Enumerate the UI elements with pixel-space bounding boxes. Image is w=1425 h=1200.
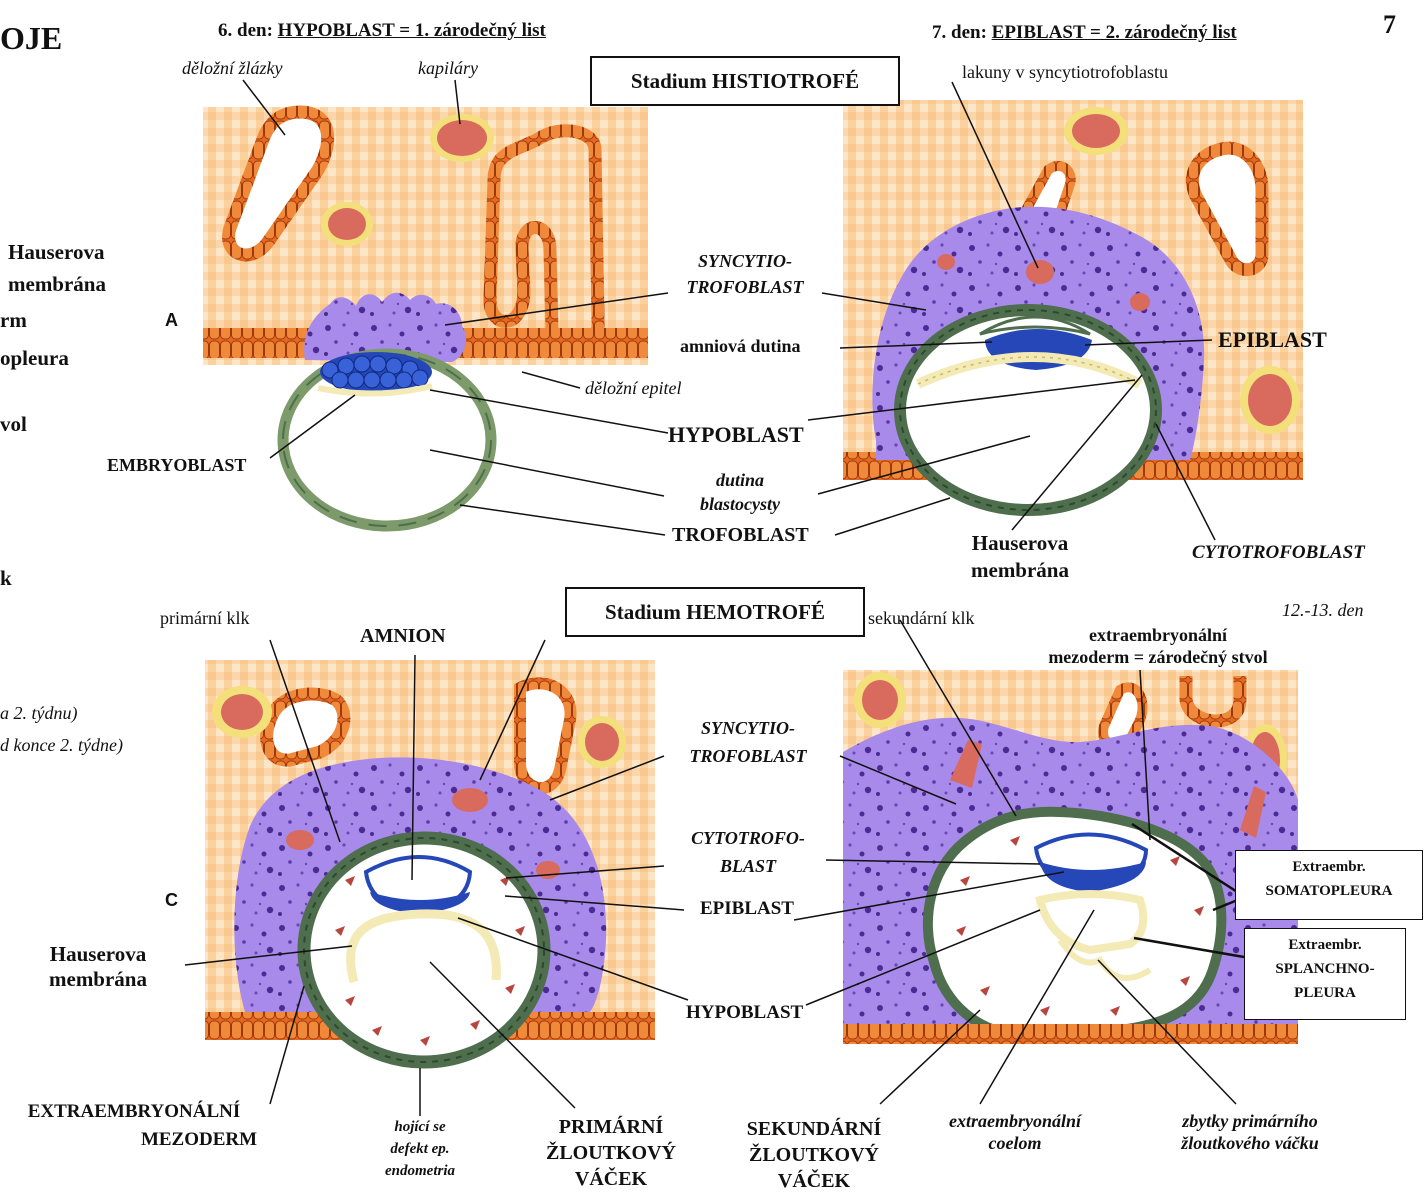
label-extra-mesoderm-c-2: MEZODERM bbox=[140, 1129, 258, 1150]
label-somatopleura-2: SOMATOPLEURA bbox=[1265, 883, 1393, 899]
stage-hemotrofe-box: Stadium HEMOTROFÉ bbox=[565, 587, 865, 637]
label-capillaries: kapiláry bbox=[418, 58, 478, 78]
label-syncytio-bottom: SYNCYTIO- TROFOBLAST bbox=[660, 714, 836, 770]
header-day6-title: HYPOBLAST = 1. zárodečný list bbox=[277, 20, 546, 41]
label-somatopleura-1: Extraembr. bbox=[1292, 859, 1366, 875]
label-embryoblast: EMBRYOBLAST bbox=[107, 455, 247, 475]
label-glands: děložní žlázky bbox=[182, 58, 283, 78]
header-day7-title: EPIBLAST = 2. zárodečný list bbox=[991, 22, 1237, 43]
label-hauser-top-2: membrána bbox=[971, 558, 1069, 582]
label-extra-mesoderm-c-1: EXTRAEMBRYONÁLNÍ bbox=[27, 1101, 241, 1122]
left-cut-note2: d konce 2. týdne) bbox=[0, 735, 123, 755]
label-primary-yolk-2: ŽLOUTKOVÝ bbox=[545, 1142, 677, 1164]
panel-letter-c: C bbox=[165, 890, 178, 910]
header-day6-prefix: 6. den: bbox=[218, 20, 278, 41]
stage-histiotrofe-box: Stadium HISTIOTROFÉ bbox=[590, 56, 900, 106]
label-hauser-top-1: Hauserova bbox=[971, 531, 1069, 555]
header-day7-prefix: 7. den: bbox=[932, 22, 992, 43]
label-splanchnopleura-1: Extraembr. bbox=[1288, 937, 1362, 953]
label-somatopleura-box: Extraembr. SOMATOPLEURA bbox=[1235, 850, 1423, 920]
label-day12: 12.-13. den bbox=[1282, 600, 1364, 620]
label-blastocyst-cavity: dutina blastocysty bbox=[660, 468, 820, 516]
label-syncytio-top-1: SYNCYTIO- bbox=[698, 251, 792, 271]
header-day6: 6. den: HYPOBLAST = 1. zárodečný list bbox=[218, 20, 546, 42]
left-cut-opleura: opleura bbox=[0, 346, 69, 370]
panel-b-drawing bbox=[843, 100, 1303, 516]
label-hauser-top: Hauserova membrána bbox=[950, 530, 1090, 584]
label-extra-mesoderm-d-1: extraembryonální bbox=[1089, 625, 1227, 645]
label-hypoblast-bottom: HYPOBLAST bbox=[686, 1002, 804, 1023]
label-blastocyst-cavity-1: dutina bbox=[715, 470, 765, 490]
page-title-cut: OJE bbox=[0, 20, 63, 56]
panel-d-drawing bbox=[843, 670, 1298, 1044]
panel-c-drawing bbox=[205, 660, 655, 1069]
label-hypoblast-top: HYPOBLAST bbox=[668, 422, 804, 447]
label-cyto-bottom-1: CYTOTROFO- bbox=[691, 828, 805, 848]
label-healing-defect-2: defekt ep. bbox=[390, 1141, 450, 1157]
label-sec-yolk-3: VÁČEK bbox=[777, 1170, 851, 1192]
leader-lines bbox=[184, 79, 1237, 1116]
label-syncytio-top: SYNCYTIO- TROFOBLAST bbox=[660, 248, 830, 300]
label-primary-yolk-1: PRIMÁRNÍ bbox=[558, 1116, 664, 1138]
label-epiblast-bottom: EPIBLAST bbox=[700, 898, 794, 919]
label-extra-coelom: extraembryonální coelom bbox=[920, 1110, 1110, 1154]
label-epiblast-top: EPIBLAST bbox=[1218, 327, 1327, 352]
label-healing-defect-1: hojící se bbox=[394, 1119, 446, 1135]
label-secondary-villus: sekundární klk bbox=[868, 608, 975, 628]
label-blastocyst-cavity-2: blastocysty bbox=[700, 494, 780, 514]
left-cut-note1: a 2. týdnu) bbox=[0, 703, 78, 723]
left-cut-k: k bbox=[0, 566, 12, 590]
label-healing-defect-3: endometria bbox=[385, 1163, 455, 1179]
left-cut-membrana: membrána bbox=[8, 272, 106, 296]
label-primary-villus: primární klk bbox=[160, 608, 250, 628]
header-day7: 7. den: EPIBLAST = 2. zárodečný list bbox=[932, 22, 1237, 44]
label-amnion: AMNION bbox=[360, 625, 446, 647]
label-splanchnopleura-3: PLEURA bbox=[1294, 985, 1356, 1001]
label-syncytio-bottom-1: SYNCYTIO- bbox=[701, 718, 795, 738]
panel-a-drawing bbox=[203, 105, 648, 532]
label-cyto-bottom-2: BLAST bbox=[719, 856, 776, 876]
left-cut-hauserova: Hauserova bbox=[8, 240, 105, 264]
label-extra-coelom-1: extraembryonální bbox=[948, 1111, 1081, 1131]
label-cyto-bottom: CYTOTROFO- BLAST bbox=[660, 824, 836, 880]
label-hauser-c-1: Hauserova bbox=[49, 942, 147, 966]
label-yolk-remnants-1: zbytky primárního bbox=[1182, 1111, 1318, 1131]
label-primary-yolk-3: VÁČEK bbox=[574, 1168, 648, 1190]
label-uterine-epithelium: děložní epitel bbox=[585, 378, 682, 398]
panel-letter-a: A bbox=[165, 310, 178, 330]
label-extra-mesoderm-d-2: mezoderm = zárodečný stvol bbox=[1048, 647, 1268, 667]
label-syncytio-top-2: TROFOBLAST bbox=[686, 277, 804, 297]
label-primary-yolk-sac: PRIMÁRNÍ ŽLOUTKOVÝ VÁČEK bbox=[526, 1114, 696, 1192]
label-extra-mesoderm-d: extraembryonální mezoderm = zárodečný st… bbox=[1010, 624, 1306, 668]
label-yolk-remnants: zbytky primárního žloutkového váčku bbox=[1150, 1110, 1350, 1154]
label-syncytio-bottom-2: TROFOBLAST bbox=[689, 746, 807, 766]
label-sec-yolk-1: SEKUNDÁRNÍ bbox=[746, 1118, 882, 1140]
left-cut-vol: vol bbox=[0, 412, 27, 436]
label-lacunae: lakuny v syncytiotrofoblastu bbox=[962, 62, 1168, 82]
label-amnion-cavity: amniová dutina bbox=[680, 336, 801, 356]
label-splanchnopleura-box: Extraembr. SPLANCHNO- PLEURA bbox=[1244, 928, 1406, 1020]
label-cytotrofoblast-top: CYTOTROFOBLAST bbox=[1192, 542, 1365, 563]
label-splanchnopleura-2: SPLANCHNO- bbox=[1275, 961, 1375, 977]
label-hauser-c-2: membrána bbox=[49, 967, 147, 991]
label-healing-defect: hojící se defekt ep. endometria bbox=[365, 1116, 475, 1182]
label-trofoblast: TROFOBLAST bbox=[672, 524, 809, 546]
label-extra-mesoderm-c: EXTRAEMBRYONÁLNÍ MEZODERM bbox=[0, 1098, 268, 1154]
label-hauser-c: Hauserova membrána bbox=[28, 942, 168, 992]
label-sec-yolk-2: ŽLOUTKOVÝ bbox=[748, 1144, 880, 1166]
label-secondary-yolk-sac: SEKUNDÁRNÍ ŽLOUTKOVÝ VÁČEK bbox=[726, 1116, 902, 1194]
page-number: 7 bbox=[1383, 10, 1396, 39]
left-cut-rm: rm bbox=[0, 308, 27, 332]
label-yolk-remnants-2: žloutkového váčku bbox=[1181, 1133, 1319, 1153]
label-extra-coelom-2: coelom bbox=[988, 1133, 1042, 1153]
